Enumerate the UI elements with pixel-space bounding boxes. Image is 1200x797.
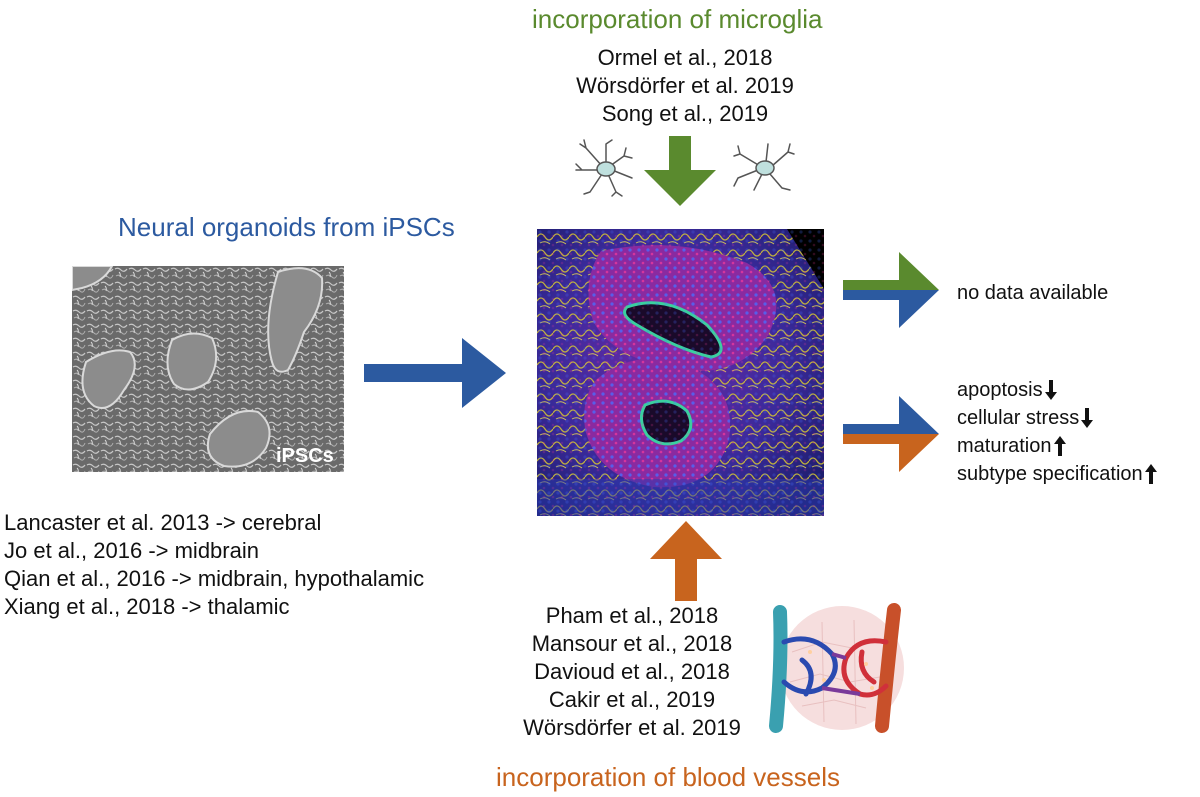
reference: Davioud et al., 2018 — [496, 658, 768, 686]
blood-vessel-references: Pham et al., 2018 Mansour et al., 2018 D… — [496, 602, 768, 742]
reference: Cakir et al., 2019 — [496, 686, 768, 714]
reference: Wörsdörfer et al. 2019 — [496, 714, 768, 742]
effect-label: cellular stress — [957, 404, 1079, 432]
arrow-up-icon — [1054, 436, 1066, 456]
arrow-down-icon — [1045, 380, 1057, 400]
microglia-cell-icon — [732, 140, 796, 194]
reference: Wörsdörfer et al. 2019 — [545, 72, 825, 100]
vessel-outcome-arrow — [843, 396, 943, 472]
microglia-references: Ormel et al., 2018 Wörsdörfer et al. 201… — [545, 44, 825, 128]
microglia-outcome-arrow — [843, 252, 943, 328]
reference: Song et al., 2019 — [545, 100, 825, 128]
effect-label: maturation — [957, 432, 1052, 460]
ipsc-label: iPSCs — [276, 445, 334, 467]
arrow-up-icon — [1145, 464, 1157, 484]
blood-vessel-network-icon — [762, 602, 914, 734]
vessel-effects-list: apoptosis cellular stress maturation sub… — [957, 376, 1157, 488]
arrow-down-icon — [1081, 408, 1093, 428]
effect-row: maturation — [957, 432, 1157, 460]
organoid-fluorescence-image — [537, 229, 824, 516]
ipsc-micrograph: iPSCs — [72, 266, 344, 472]
effect-label: subtype specification — [957, 460, 1143, 488]
reference: Pham et al., 2018 — [496, 602, 768, 630]
reference: Mansour et al., 2018 — [496, 630, 768, 658]
reference: Qian et al., 2016 -> midbrain, hypothala… — [4, 565, 424, 593]
effect-row: apoptosis — [957, 376, 1157, 404]
microglia-cell-icon — [572, 138, 636, 198]
effect-row: subtype specification — [957, 460, 1157, 488]
effect-label: apoptosis — [957, 376, 1043, 404]
reference: Jo et al., 2016 -> midbrain — [4, 537, 424, 565]
microglia-outcome-text: no data available — [957, 279, 1108, 307]
microglia-arrow — [642, 136, 718, 208]
blood-vessel-arrow — [648, 521, 724, 603]
blood-vessels-title: incorporation of blood vessels — [496, 762, 840, 793]
organoid-arrow — [364, 336, 508, 410]
effect-row: cellular stress — [957, 404, 1157, 432]
reference: Ormel et al., 2018 — [545, 44, 825, 72]
microglia-title: incorporation of microglia — [532, 4, 822, 35]
reference: Lancaster et al. 2013 -> cerebral — [4, 509, 424, 537]
neural-organoids-title: Neural organoids from iPSCs — [118, 212, 455, 243]
neural-references: Lancaster et al. 2013 -> cerebral Jo et … — [4, 509, 424, 621]
reference: Xiang et al., 2018 -> thalamic — [4, 593, 424, 621]
